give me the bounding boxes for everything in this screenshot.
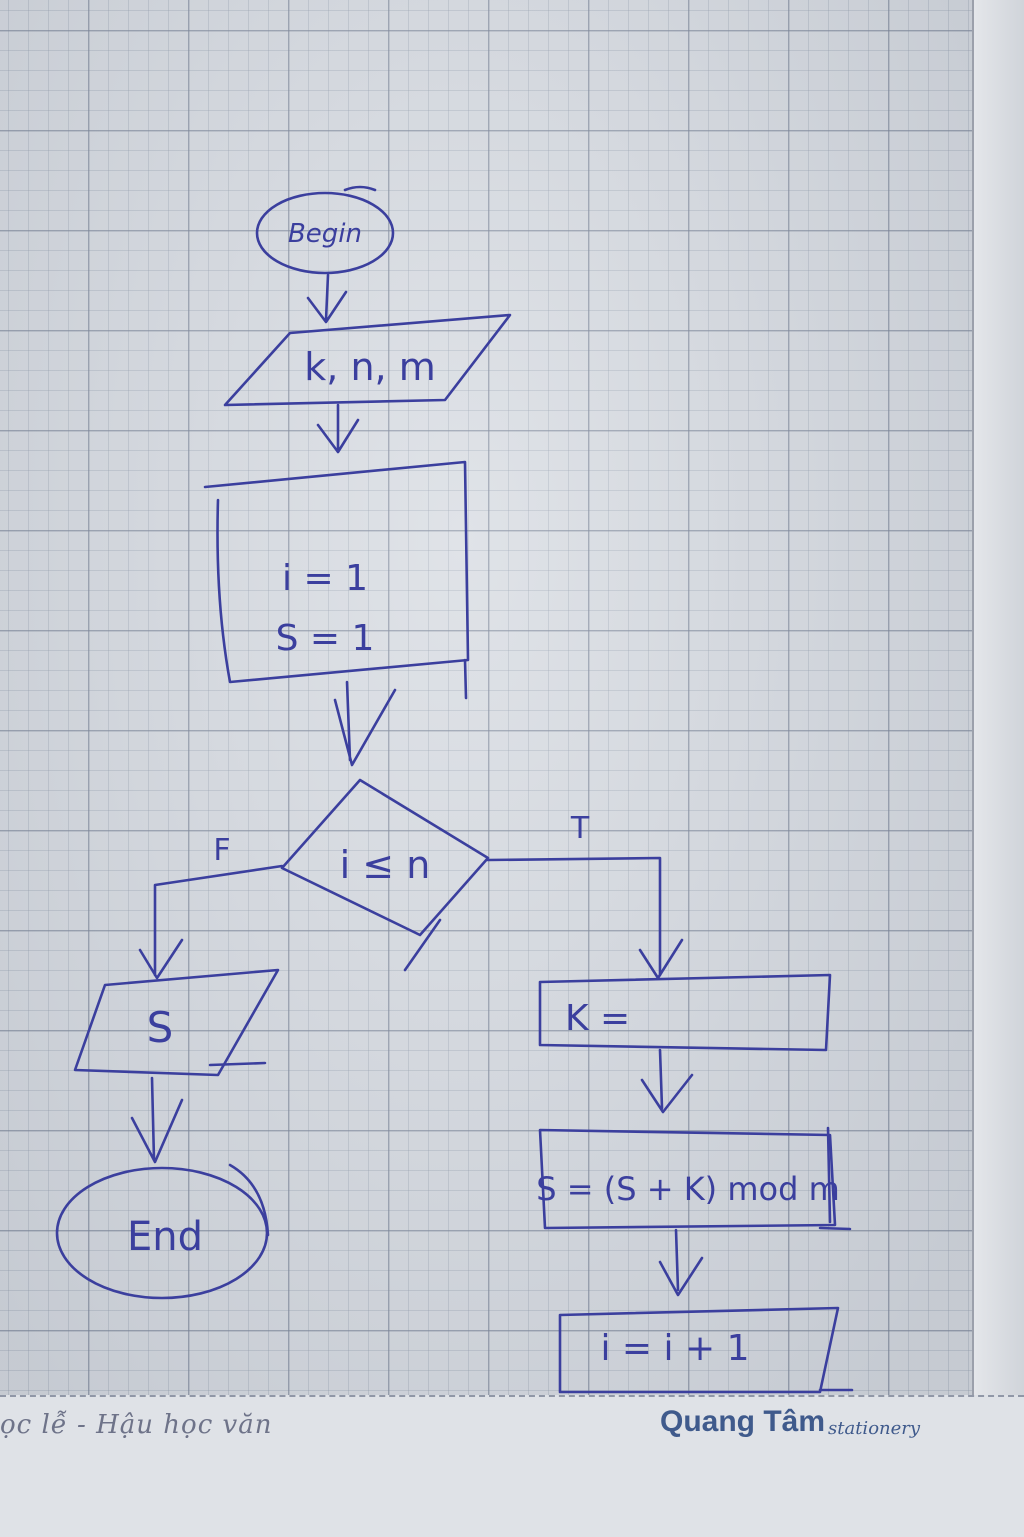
increment-label: i = i + 1 <box>600 1328 749 1369</box>
update-s-label: S = (S + K) mod m <box>536 1170 839 1208</box>
arrow-false-output <box>138 864 284 980</box>
flowchart: Begin k, n, m i = 1 S = 1 i ≤ n F T S En… <box>55 185 854 1394</box>
init-s-label: S = 1 <box>276 618 375 659</box>
update-s-box <box>538 1128 837 1230</box>
arrow-true-assign <box>486 856 684 980</box>
assign-k-label: K = <box>565 998 630 1039</box>
condition-label: i ≤ n <box>340 843 431 887</box>
diamond-stroke <box>403 918 442 972</box>
arrow-input-init <box>316 403 360 454</box>
end-label: End <box>127 1214 203 1260</box>
arrow-init-condition <box>333 680 397 767</box>
brand-name: Quang Tâm <box>660 1405 826 1438</box>
arrow-begin-input <box>306 273 348 324</box>
update-box-stroke <box>818 1126 852 1231</box>
notebook-footer <box>0 1395 1024 1537</box>
begin-stroke <box>343 185 377 192</box>
increment-box <box>558 1306 840 1394</box>
brand-subtitle: stationery <box>828 1418 921 1439</box>
init-i-label: i = 1 <box>282 558 368 599</box>
input-parallelogram <box>223 313 512 407</box>
assign-k-box <box>538 973 832 1052</box>
arrow-output-end <box>130 1076 184 1164</box>
arrow-assign-update <box>640 1048 694 1114</box>
true-branch-label: T <box>570 811 590 846</box>
output-stroke <box>208 1061 267 1067</box>
false-branch-label: F <box>213 833 230 868</box>
init-process-box <box>203 460 470 684</box>
begin-label: Begin <box>288 219 362 249</box>
arrow-update-increment <box>658 1228 704 1297</box>
notebook-margin <box>972 0 1024 1535</box>
footer-slogan: ọc lễ - Hậu học văn <box>0 1410 273 1440</box>
output-label: S <box>147 1003 174 1052</box>
init-box-stroke <box>463 658 468 700</box>
output-parallelogram <box>73 968 280 1077</box>
begin-terminal <box>255 191 395 275</box>
condition-diamond <box>280 778 490 937</box>
input-label: k, n, m <box>304 345 435 389</box>
end-stroke <box>228 1163 270 1237</box>
